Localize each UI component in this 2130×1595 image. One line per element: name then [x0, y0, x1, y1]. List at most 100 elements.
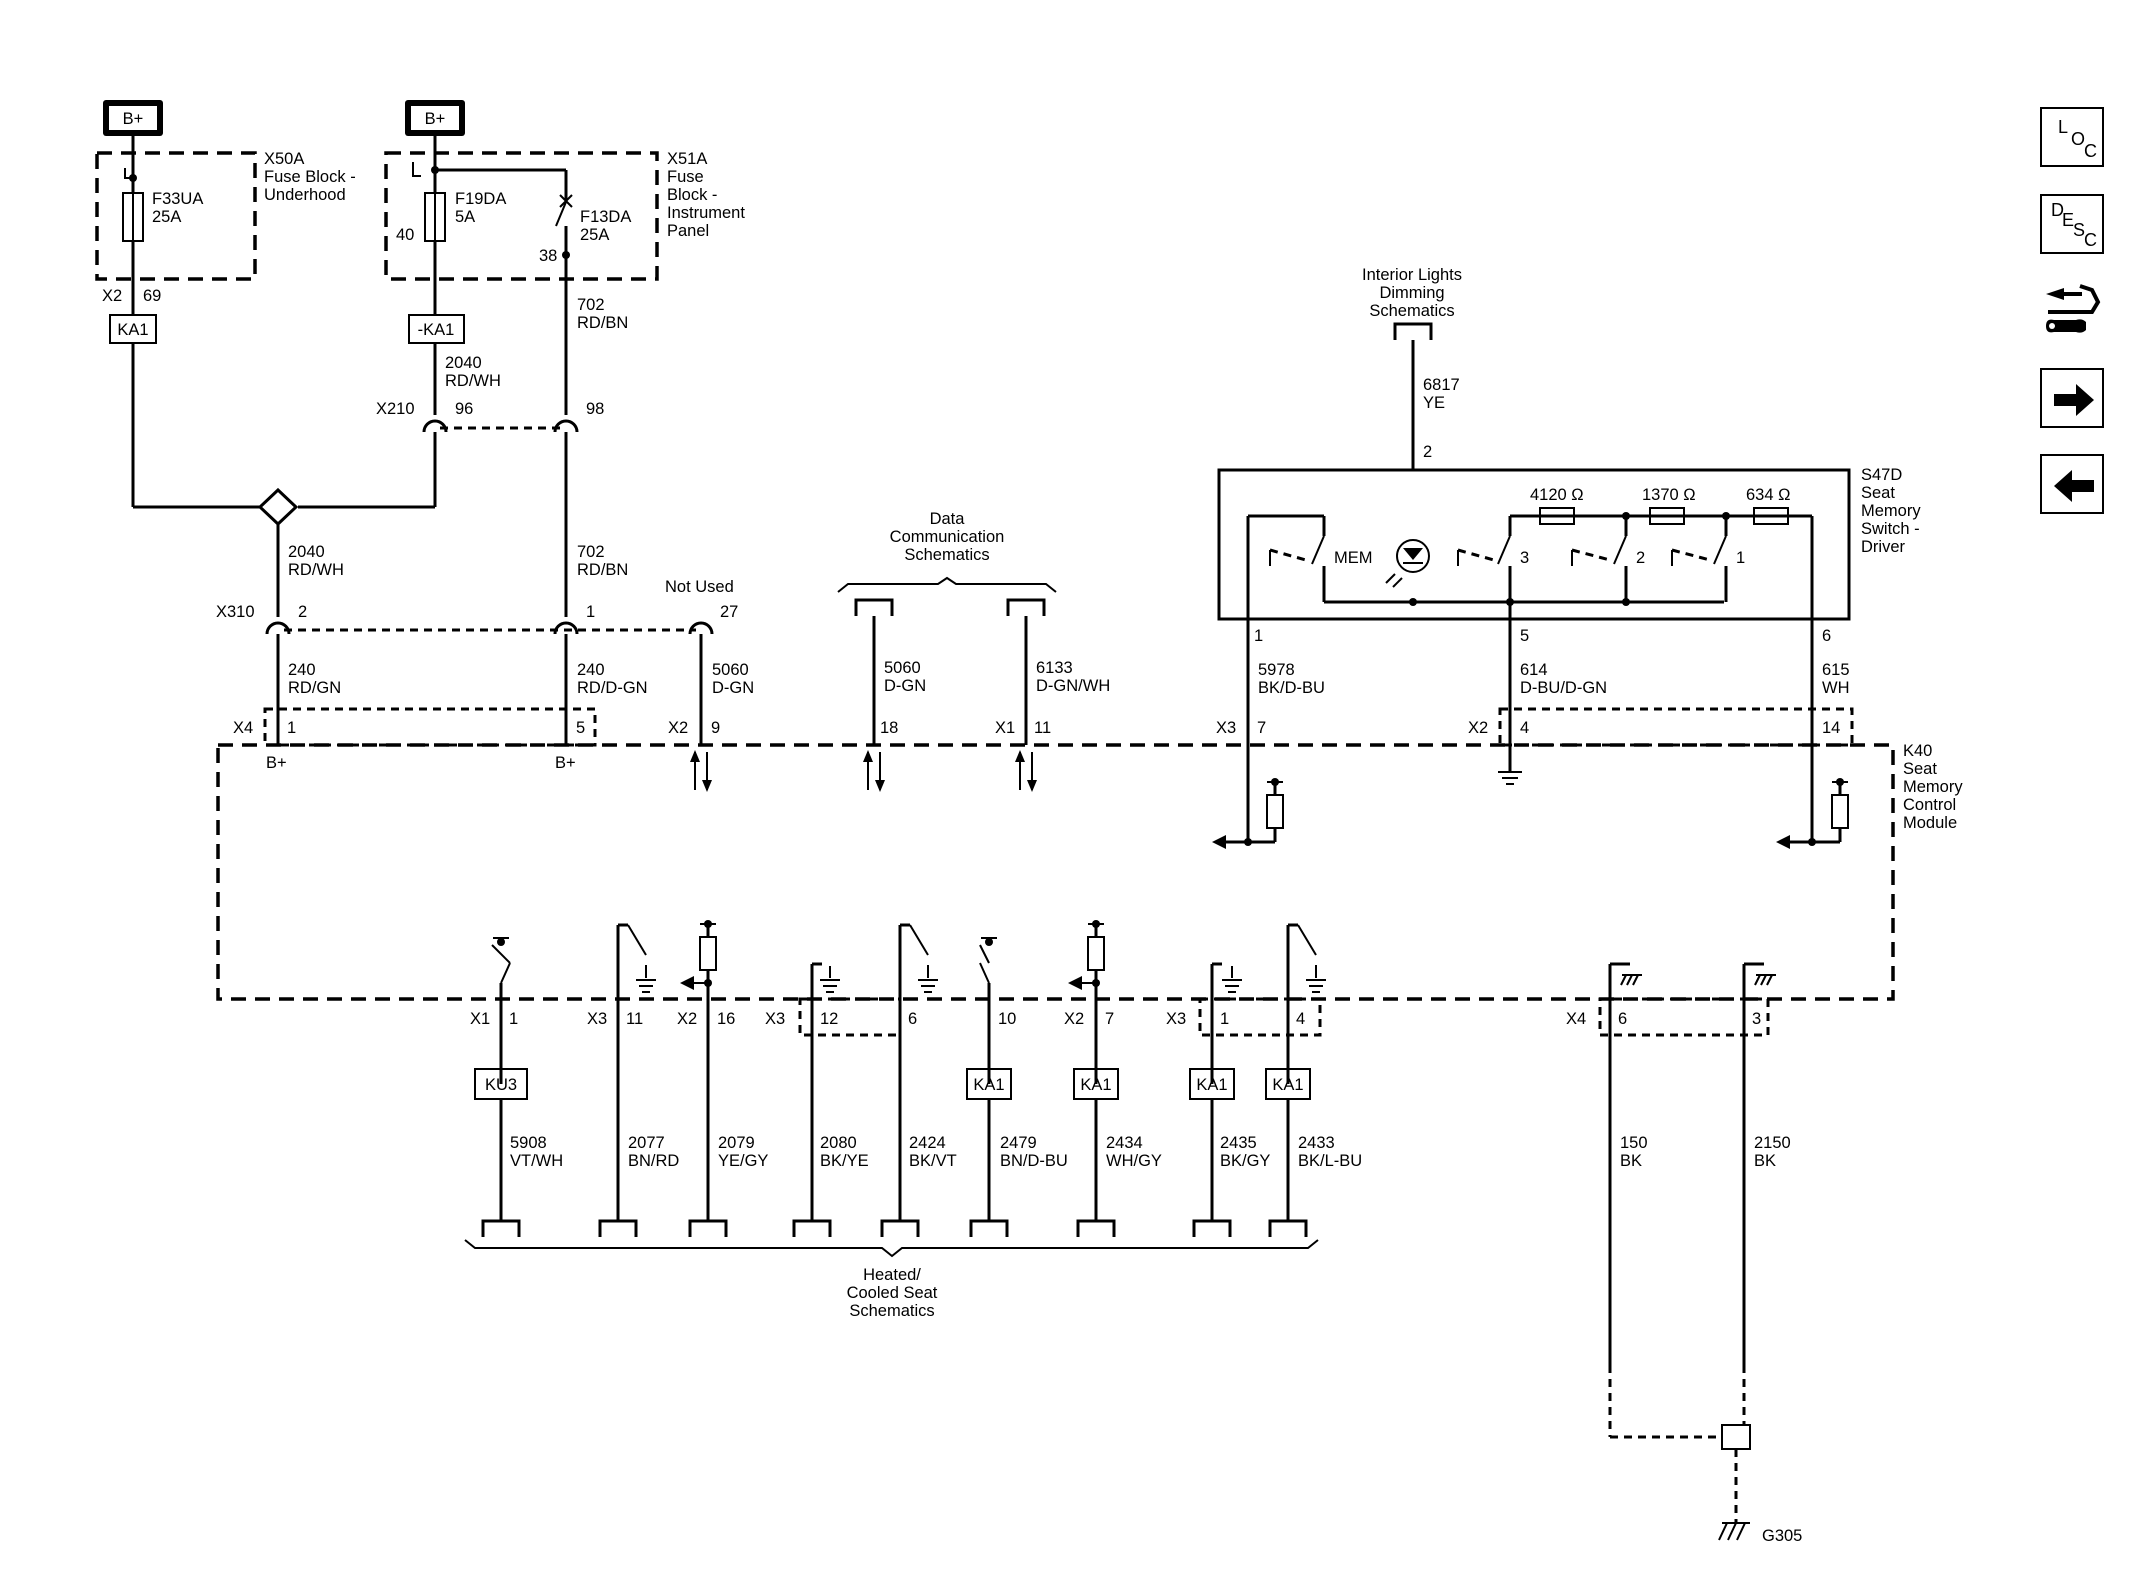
fuse-block-x50a: [95, 151, 257, 281]
top-x4: X4: [233, 719, 253, 737]
w2434-num: 2434: [1106, 1134, 1143, 1152]
w2435-color: BK/GY: [1220, 1152, 1270, 1170]
x210-pin96-label: 96: [455, 400, 473, 418]
top-pin7: 7: [1257, 719, 1266, 737]
x51a-label: X51A: [667, 150, 707, 168]
s47d-pin6: 6: [1822, 627, 1831, 645]
top-bplus2: B+: [555, 754, 576, 772]
w2080-color: BK/YE: [820, 1152, 869, 1170]
w2077-color: BN/RD: [628, 1152, 679, 1170]
top-pin4: 4: [1520, 719, 1529, 737]
heated-line3: Schematics: [849, 1302, 934, 1320]
loc-letter-o: O: [2071, 129, 2085, 149]
w2150-num: 2150: [1754, 1134, 1791, 1152]
w5908-num: 5908: [510, 1134, 547, 1152]
s47d-line2: Memory: [1861, 502, 1921, 520]
f19da-rating: 5A: [455, 208, 475, 226]
top-x3: X3: [1216, 719, 1236, 737]
x210-pin98-label: 98: [586, 400, 604, 418]
x51a-line2: Block -: [667, 186, 717, 204]
datacomm-line2: Communication: [890, 528, 1005, 546]
w702-top-num: 702: [577, 296, 605, 314]
ka1-left: KA1: [117, 321, 148, 339]
w2433-num: 2433: [1298, 1134, 1335, 1152]
x310-pin2: 2: [298, 603, 307, 621]
w615-num: 615: [1822, 661, 1850, 679]
x2-pin-69: 69: [143, 287, 161, 305]
ground-splice: [1721, 1424, 1751, 1450]
x210-label: X210: [376, 400, 415, 418]
bidirectional-arrow-pin11: [1015, 750, 1037, 792]
resistor-4120: [1539, 507, 1575, 525]
w6817-num: 6817: [1423, 376, 1460, 394]
x310-label: X310: [216, 603, 255, 621]
ka1-mid: -KA1: [418, 321, 455, 339]
desc-letter-s: S: [2073, 220, 2085, 240]
w2433-color: BK/L-BU: [1298, 1152, 1362, 1170]
desc-letter-e: E: [2062, 210, 2074, 230]
connector-wrench-icon: [2046, 284, 2101, 333]
w5060a-color: D-GN: [712, 679, 754, 697]
w2079-color: YE/GY: [718, 1152, 768, 1170]
splice: [257, 487, 299, 527]
input-arrow-pin14: [1776, 835, 1790, 849]
ku3-label: KU3: [485, 1076, 517, 1094]
interior-line2: Dimming: [1379, 284, 1444, 302]
next-button[interactable]: [2040, 368, 2104, 428]
x51a-line4: Panel: [667, 222, 709, 240]
top-pin11: 11: [1034, 719, 1051, 737]
bottom-pin1b: 1: [1220, 1010, 1229, 1028]
heated-brace: [464, 1239, 1319, 1258]
s47d-pin1: 1: [1254, 627, 1263, 645]
w240b-num: 240: [577, 661, 605, 679]
g305-label: G305: [1762, 1527, 1802, 1545]
ground-pin1b: [1222, 966, 1242, 993]
x2-connector-label: X2: [102, 287, 122, 305]
arrow-left-icon: [2054, 470, 2094, 502]
w2150-color: BK: [1754, 1152, 1776, 1170]
x3-bottom-group: [798, 997, 902, 1037]
w2479-num: 2479: [1000, 1134, 1037, 1152]
x51a-line1: Fuse: [667, 168, 704, 186]
ka1-label-a: KA1: [973, 1076, 1004, 1094]
w2040-splice-color: RD/WH: [288, 561, 344, 579]
bottom-pin7: 7: [1105, 1010, 1114, 1028]
x3c-bottom-group: [1198, 997, 1322, 1037]
x51a-line3: Instrument: [667, 204, 745, 222]
switch-3-label: 3: [1520, 549, 1529, 567]
w702-top-color: RD/BN: [577, 314, 628, 332]
w702-mid-num: 702: [577, 543, 605, 561]
bottom-x1: X1: [470, 1010, 490, 1028]
x50a-line1: Fuse Block -: [264, 168, 356, 186]
top-pin14: 14: [1822, 719, 1840, 737]
ka1-label-d: KA1: [1272, 1076, 1303, 1094]
mem-switch-label: MEM: [1334, 549, 1373, 567]
bottom-x3c: X3: [1166, 1010, 1186, 1028]
bottom-pin12: 12: [820, 1010, 838, 1028]
bottom-pin10: 10: [998, 1010, 1016, 1028]
loc-button[interactable]: L O C: [2040, 107, 2104, 167]
w240a-num: 240: [288, 661, 316, 679]
chassis-ground-pin6b: [1620, 974, 1642, 986]
x310-pin27: 27: [720, 603, 738, 621]
switch-s47d: [1217, 468, 1851, 621]
w150-color: BK: [1620, 1152, 1642, 1170]
previous-button[interactable]: [2040, 454, 2104, 514]
w702-mid-color: RD/BN: [577, 561, 628, 579]
heated-seat-connectors: [481, 1219, 1308, 1237]
desc-button[interactable]: D E S C: [2040, 194, 2104, 254]
w615-color: WH: [1822, 679, 1850, 697]
f19da-pin: 40: [396, 226, 414, 244]
interior-line3: Schematics: [1369, 302, 1454, 320]
bplus-left-label: B+: [123, 110, 144, 128]
w5060b-num: 5060: [884, 659, 921, 677]
r1-label: 4120 Ω: [1530, 486, 1584, 504]
w6133-color: D-GN/WH: [1036, 677, 1110, 695]
desc-letter-c: C: [2084, 230, 2097, 250]
w2434-color: WH/GY: [1106, 1152, 1162, 1170]
top-x2b: X2: [1468, 719, 1488, 737]
f13da-name: F13DA: [580, 208, 631, 226]
bottom-x3: X3: [587, 1010, 607, 1028]
connector-wrench-button[interactable]: [2040, 278, 2104, 338]
resistor-634: [1753, 507, 1789, 525]
